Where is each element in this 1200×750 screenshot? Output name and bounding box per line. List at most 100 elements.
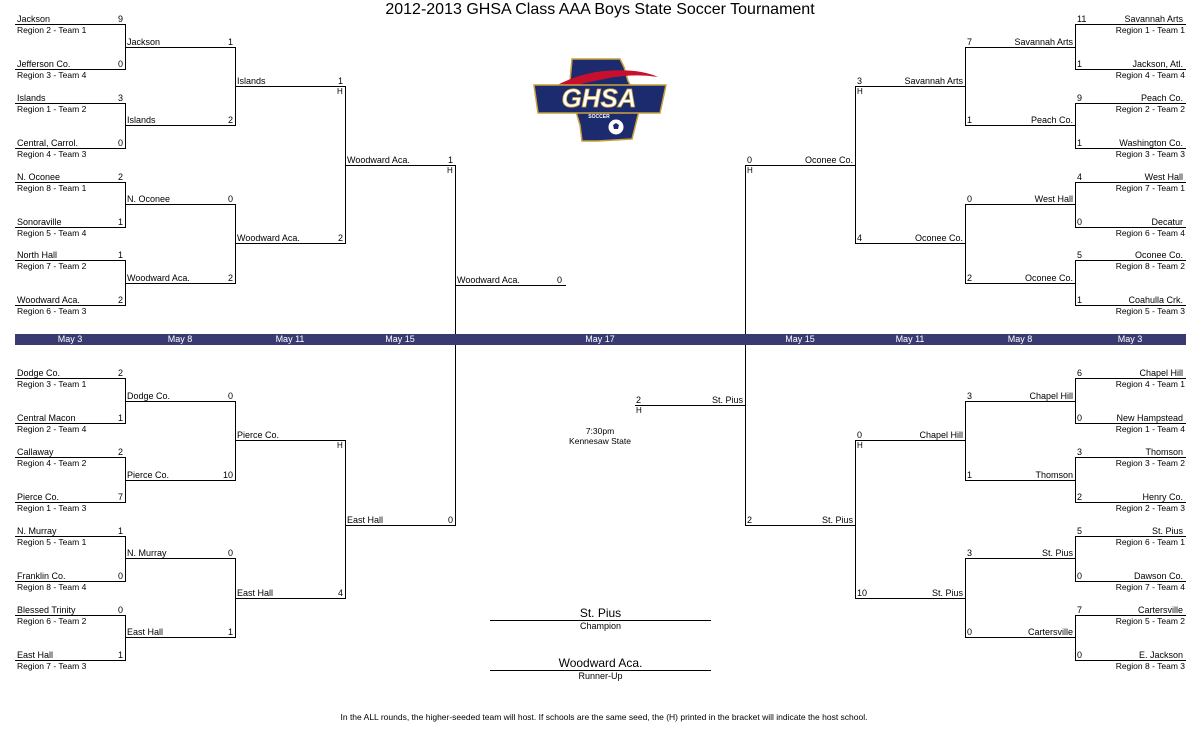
- round1-connector: [125, 182, 126, 228]
- round1-slot-line: [1075, 227, 1186, 228]
- round1-slot-line: [15, 660, 126, 661]
- team-name: Thomson: [1145, 447, 1183, 457]
- round-date-label: May 3: [57, 334, 83, 344]
- team-score: 10: [222, 470, 233, 480]
- team-seed: Region 7 - Team 2: [17, 261, 87, 271]
- host-marker: H: [747, 166, 753, 175]
- team-score: 0: [747, 155, 753, 165]
- team-name: Woodward Aca.: [457, 275, 520, 285]
- team-seed: Region 7 - Team 3: [17, 661, 87, 671]
- team-seed: Region 1 - Team 2: [17, 104, 87, 114]
- team-name: Chapel Hill: [1139, 368, 1183, 378]
- round1-connector: [125, 615, 126, 661]
- runner-up-name: Woodward Aca.: [558, 656, 643, 670]
- round1-slot-line: [15, 227, 126, 228]
- team-name: Coahulla Crk.: [1128, 295, 1183, 305]
- host-marker: H: [337, 441, 343, 450]
- team-name: Central Macon: [17, 413, 76, 423]
- round1-connector: [1075, 536, 1076, 582]
- team-score: 2: [227, 115, 233, 125]
- round1-slot-line: [1075, 502, 1186, 503]
- team-seed: Region 5 - Team 2: [1115, 616, 1185, 626]
- round2-slot-line: [125, 637, 236, 638]
- team-name: N. Murray: [17, 526, 57, 536]
- round2-slot-line: [125, 401, 236, 402]
- team-name: Washington Co.: [1119, 138, 1183, 148]
- team-seed: Region 8 - Team 4: [17, 582, 87, 592]
- team-score: 0: [117, 571, 123, 581]
- team-name: East Hall: [17, 650, 54, 660]
- team-seed: Region 6 - Team 1: [1115, 537, 1185, 547]
- team-score: 2: [117, 368, 123, 378]
- team-seed: Region 7 - Team 1: [1115, 183, 1185, 193]
- team-score: 0: [117, 59, 123, 69]
- round2-slot-line: [965, 558, 1076, 559]
- team-score: 1: [227, 627, 233, 637]
- team-score: 0: [117, 605, 123, 615]
- team-score: 0: [227, 194, 233, 204]
- team-score: 2: [337, 233, 343, 243]
- team-score: 1: [967, 115, 973, 125]
- team-name: Jefferson Co.: [17, 59, 71, 69]
- team-score: 1: [117, 217, 123, 227]
- quarterfinal-slot-line: [235, 440, 346, 441]
- round1-slot-line: [15, 69, 126, 70]
- round1-slot-line: [15, 423, 126, 424]
- host-marker: H: [636, 406, 642, 415]
- team-name: Islands: [17, 93, 46, 103]
- team-score: 3: [967, 548, 973, 558]
- runner-up-line: [490, 670, 711, 671]
- team-name: East Hall: [347, 515, 384, 525]
- team-seed: Region 8 - Team 1: [17, 183, 87, 193]
- round1-slot-line: [15, 581, 126, 582]
- champion-label: Champion: [579, 621, 622, 631]
- quarterfinal-slot-line: [855, 243, 966, 244]
- round1-slot-line: [15, 457, 126, 458]
- round1-connector: [125, 536, 126, 582]
- team-score: 1: [117, 526, 123, 536]
- round1-slot-line: [1075, 536, 1186, 537]
- team-score: 2: [636, 395, 642, 405]
- round1-slot-line: [1075, 182, 1186, 183]
- team-name: Peach Co.: [1140, 93, 1183, 103]
- team-name: Cartersville: [1137, 605, 1183, 615]
- team-score: 10: [857, 588, 868, 598]
- team-score: 3: [117, 93, 123, 103]
- team-name: Chapel Hill: [1029, 391, 1073, 401]
- team-score: 11: [1077, 14, 1087, 24]
- quarterfinal-slot-line: [235, 243, 346, 244]
- team-name: Henry Co.: [1142, 492, 1183, 502]
- team-name: Franklin Co.: [17, 571, 66, 581]
- round-date-label: May 17: [585, 334, 615, 344]
- team-score: 6: [1077, 368, 1083, 378]
- runner-up-label: Runner-Up: [578, 671, 623, 681]
- quarterfinal-slot-line: [235, 598, 346, 599]
- round2-slot-line: [125, 283, 236, 284]
- team-seed: Region 6 - Team 4: [1115, 228, 1185, 238]
- team-score: 1: [1077, 138, 1083, 148]
- team-name: St. Pius: [821, 515, 853, 525]
- team-name: Woodward Aca.: [237, 233, 300, 243]
- team-name: Pierce Co.: [127, 470, 170, 480]
- semifinal-connector-right: [745, 165, 746, 526]
- logo-text: GHSA: [561, 83, 636, 113]
- team-score: 1: [227, 37, 233, 47]
- team-score: 2: [1077, 492, 1083, 502]
- team-name: Cartersville: [1027, 627, 1073, 637]
- round1-slot-line: [15, 24, 126, 25]
- team-score: 1: [117, 413, 123, 423]
- team-score: 0: [1077, 413, 1083, 423]
- host-marker: H: [857, 87, 863, 96]
- round-date-label: May 15: [385, 334, 415, 344]
- round1-slot-line: [1075, 305, 1186, 306]
- round-date-label: May 11: [275, 334, 305, 344]
- quarterfinal-connector: [855, 440, 856, 599]
- round-date-label: May 3: [1117, 334, 1143, 344]
- round2-slot-line: [125, 125, 236, 126]
- team-name: Jackson: [127, 37, 161, 47]
- quarterfinal-connector: [345, 440, 346, 599]
- quarterfinal-slot-line: [855, 440, 966, 441]
- round1-slot-line: [15, 615, 126, 616]
- round2-slot-line: [965, 637, 1076, 638]
- team-score: 9: [117, 14, 123, 24]
